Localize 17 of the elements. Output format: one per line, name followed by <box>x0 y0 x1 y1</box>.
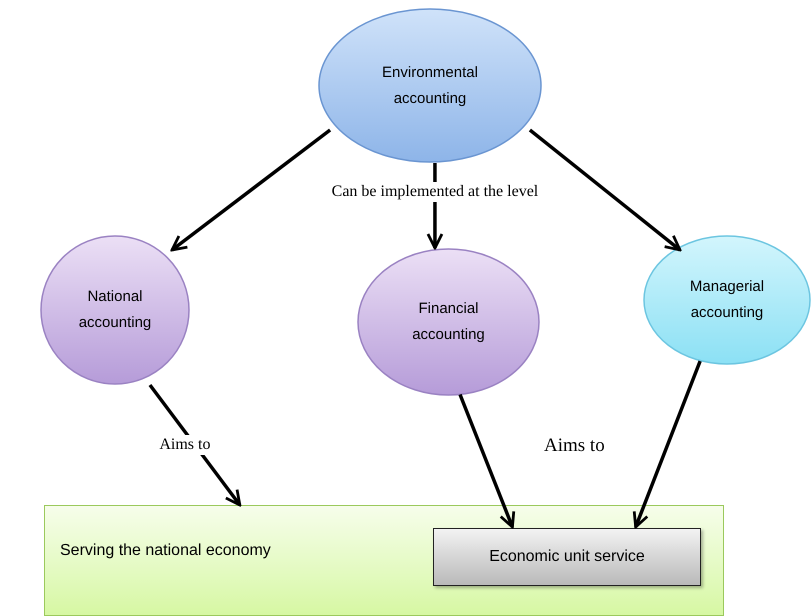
arrow <box>632 360 702 528</box>
node-label: Serving the national economy <box>60 541 271 561</box>
node-label: Financial accounting <box>411 299 486 345</box>
ellipse-node <box>40 235 190 385</box>
node-label: Environmental accounting <box>381 62 479 108</box>
process-box <box>433 528 701 586</box>
node-label: Economic unit service <box>489 547 645 567</box>
container-box <box>44 505 724 616</box>
arrow <box>528 128 682 252</box>
arrow <box>458 394 516 528</box>
arrow <box>170 128 332 252</box>
ellipse-node <box>643 235 811 365</box>
ellipse-node <box>318 8 542 163</box>
node-label: Managerial accounting <box>688 277 766 323</box>
node-label: National accounting <box>78 287 152 333</box>
note-text: Aims to <box>544 434 605 458</box>
ellipse-node <box>357 248 540 396</box>
